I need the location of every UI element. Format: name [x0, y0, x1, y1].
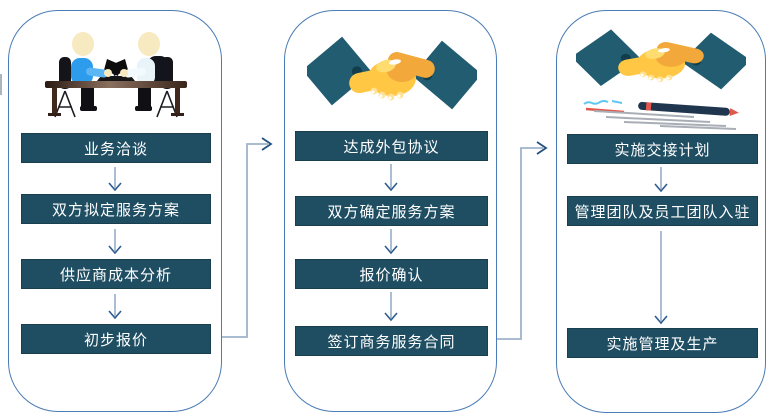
flow-step-box: 管理团队及员工团队入驻 — [567, 196, 758, 226]
flow-step-box: 报价确认 — [295, 259, 488, 289]
connector-2-arrowhead-icon — [536, 141, 548, 155]
phase-panel-negotiation: 业务洽谈 双方拟定服务方案 供应商成本分析 初步报价 — [8, 10, 222, 412]
arrow-down-icon — [108, 167, 122, 192]
handshake-icon — [307, 31, 477, 110]
handshake-signing-illustration — [576, 23, 746, 99]
arrow-down-icon — [383, 292, 398, 322]
flow-step-box: 签订商务服务合同 — [295, 326, 488, 356]
phase-panel-agreement: 达成外包协议 双方确定服务方案 报价确认 签订商务服务合同 — [284, 10, 497, 412]
arrow-down-icon — [383, 164, 398, 192]
pen-and-lines-icon — [583, 100, 739, 130]
pen-and-checklist-illustration — [576, 97, 746, 131]
arrow-down-icon — [108, 294, 122, 320]
arrow-down-icon — [654, 231, 668, 325]
people-at-table-icon — [45, 32, 187, 118]
handshake-icon — [576, 25, 746, 90]
flow-step-box: 业务洽谈 — [21, 133, 211, 163]
flow-step-box: 实施管理及生产 — [567, 328, 758, 358]
phase-panel-implementation: 实施交接计划 管理团队及员工团队入驻 实施管理及生产 — [556, 10, 766, 413]
handshake-illustration — [307, 29, 477, 121]
flow-step-box: 初步报价 — [21, 324, 211, 354]
connector-1-arrowhead-icon — [261, 137, 273, 151]
arrow-down-icon — [654, 167, 668, 193]
flow-step-box: 双方确定服务方案 — [295, 196, 488, 226]
flow-step-box: 供应商成本分析 — [21, 259, 211, 289]
flow-step-box: 双方拟定服务方案 — [21, 194, 211, 224]
flow-step-box: 实施交接计划 — [567, 134, 758, 164]
arrow-down-icon — [108, 229, 122, 255]
arrow-down-icon — [383, 229, 398, 255]
flow-step-box: 达成外包协议 — [295, 131, 488, 161]
negotiation-illustration — [31, 29, 201, 121]
